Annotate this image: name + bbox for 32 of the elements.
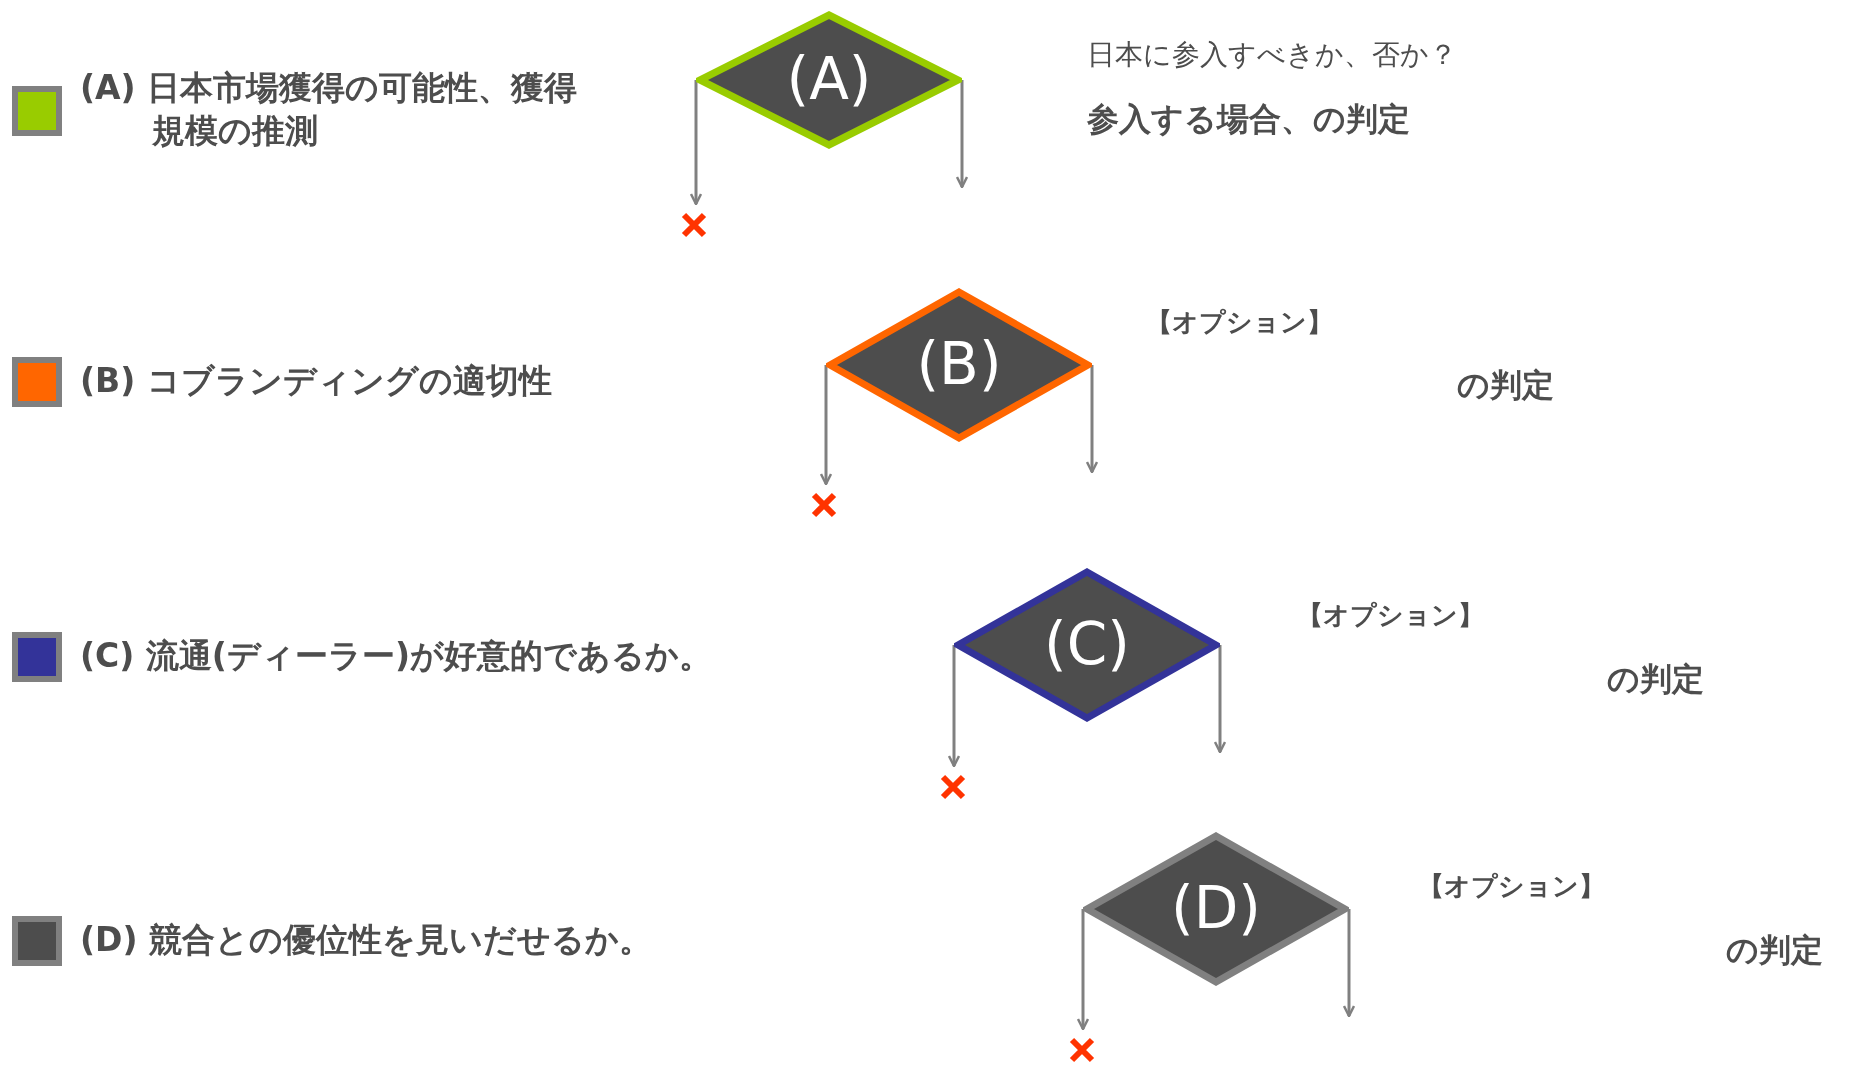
cross-icon: [811, 492, 837, 518]
option-tag: 【オプション】: [1146, 305, 1333, 340]
arrow: [819, 365, 833, 486]
decision-diamond: [696, 11, 962, 149]
judgement-text: の判定: [1457, 365, 1554, 406]
option-tag: 【オプション】: [1297, 598, 1484, 633]
arrow: [1085, 365, 1099, 474]
judgement-text: 参入する場合、の判定: [1087, 99, 1410, 140]
arrow: [955, 80, 969, 189]
diamond-label: (D): [1170, 879, 1262, 937]
cross-icon: [940, 774, 966, 800]
cross-icon: [681, 212, 707, 238]
decision-diamond: [954, 568, 1220, 722]
legend-text: (A) 日本市場獲得の可能性、獲得規模の推測: [80, 67, 579, 152]
legend-text: (C) 流通(ディーラー)が好意的であるか。: [80, 635, 714, 677]
judgement-text: の判定: [1726, 930, 1823, 971]
decision-diamond: [1083, 832, 1349, 986]
diamond-label: (B): [915, 335, 1003, 393]
question-text: 日本に参入すべきか、否か？: [1087, 37, 1457, 73]
arrow: [1342, 909, 1356, 1018]
arrow: [1076, 909, 1090, 1031]
legend-text: (B) コブランディングの適切性: [80, 360, 553, 402]
judgement-text: の判定: [1607, 659, 1704, 700]
arrow: [689, 80, 703, 206]
arrow: [1213, 645, 1227, 754]
legend-text: (D) 競合との優位性を見いだせるか。: [80, 919, 654, 961]
arrow: [947, 645, 961, 768]
option-tag: 【オプション】: [1418, 869, 1605, 904]
decision-diamond: [826, 288, 1092, 442]
cross-icon: [1069, 1037, 1095, 1063]
diamond-label: (C): [1043, 615, 1131, 673]
diamond-label: (A): [785, 50, 873, 108]
